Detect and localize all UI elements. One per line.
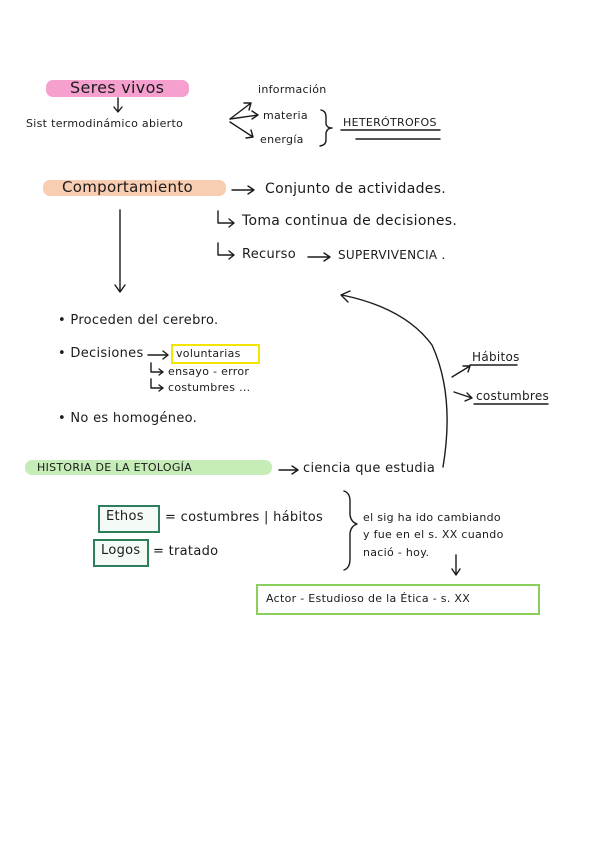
ensayo-error-label: ensayo - error: [168, 365, 250, 378]
bullet-2-text: Decisiones: [70, 346, 144, 361]
logos-box: [93, 539, 149, 567]
bullet-3: • No es homogéneo.: [58, 411, 198, 426]
seres-vivos-title: Seres vivos: [70, 78, 165, 97]
seres-subtitle: Sist termodinámico abierto: [26, 117, 184, 130]
etologia-highlight: [25, 460, 272, 475]
habitos-label: Hábitos: [472, 350, 520, 364]
branch-materia: materia: [263, 109, 308, 122]
comportamiento-highlight: [43, 180, 226, 196]
bullet-1: • Proceden del cerebro.: [58, 313, 219, 328]
note-line-1: el sig ha ido cambiando: [363, 511, 501, 524]
ethos-definition: = costumbres | hábitos: [165, 510, 324, 525]
comportamiento-line3-b: SUPERVIVENCIA .: [338, 248, 446, 262]
comportamiento-line2: Toma continua de decisiones.: [242, 213, 458, 229]
bullet-3-text: No es homogéneo.: [70, 411, 198, 426]
voluntarias-box: [171, 344, 260, 364]
final-statement: Actor - Estudioso de la Ética - s. XX: [266, 592, 471, 605]
heterotrofos-label: HETERÓTROFOS: [343, 116, 437, 129]
note-line-3: nació - hoy.: [363, 546, 430, 559]
final-box: [256, 584, 540, 615]
voluntarias-label: voluntarias: [176, 347, 241, 360]
etologia-title: HISTORIA DE LA ETOLOGÍA: [37, 461, 193, 474]
ciencia-que-estudia: ciencia que estudia: [303, 461, 436, 476]
costumbres-side-label: costumbres: [476, 389, 550, 403]
comportamiento-line1: Conjunto de actividades.: [265, 181, 447, 197]
comportamiento-line3-a: Recurso: [242, 247, 297, 262]
bullet-1-text: Proceden del cerebro.: [70, 313, 219, 328]
branch-informacion: información: [258, 83, 327, 96]
ethos-box: [98, 505, 160, 533]
seres-vivos-highlight: [46, 80, 189, 97]
note-line-2: y fue en el s. XX cuando: [363, 528, 504, 541]
ethos-label: Ethos: [106, 509, 144, 524]
logos-label: Logos: [101, 543, 141, 558]
branch-energia: energía: [260, 133, 304, 146]
logos-definition: = tratado: [153, 544, 219, 559]
costumbres-sub-label: costumbres ...: [168, 381, 251, 394]
comportamiento-title: Comportamiento: [62, 178, 193, 196]
bullet-2: • Decisiones: [58, 346, 144, 361]
